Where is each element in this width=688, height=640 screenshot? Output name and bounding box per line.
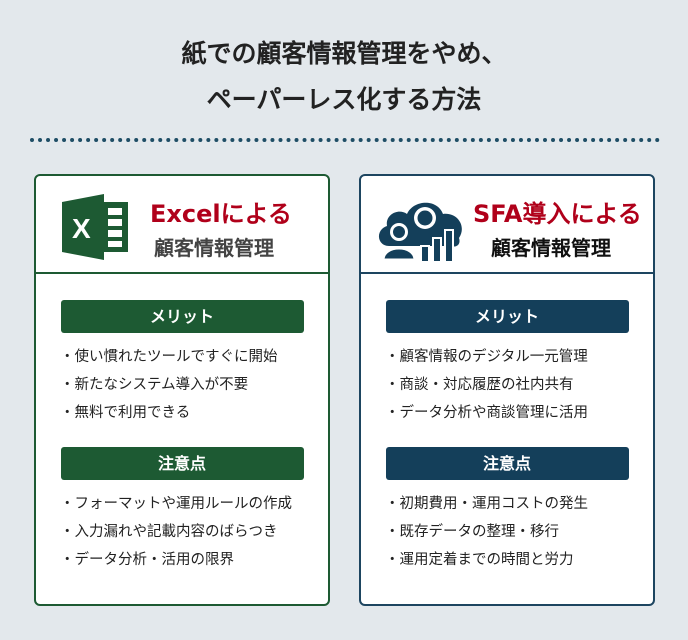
merits-label: メリット: [385, 300, 629, 333]
list-item: データ分析や商談管理に活用: [385, 399, 653, 427]
sfa-heading-accent: SFA導入による: [473, 200, 642, 228]
cautions-list: フォーマットや運用ルールの作成 入力漏れや記載内容のばらつき データ分析・活用の…: [60, 490, 328, 574]
cautions-label: 注意点: [385, 447, 629, 480]
merits-label: メリット: [60, 300, 304, 333]
merits-list: 顧客情報のデジタル一元管理 商談・対応履歴の社内共有 データ分析や商談管理に活用: [385, 343, 653, 427]
cloud-users-chart-icon: [378, 202, 462, 262]
cautions-list: 初期費用・運用コストの発生 既存データの整理・移行 運用定着までの時間と労力: [385, 490, 653, 574]
title-line-1: 紙での顧客情報管理をやめ、: [181, 39, 507, 68]
list-item: 入力漏れや記載内容のばらつき: [60, 518, 328, 546]
sfa-card-header: SFA導入による 顧客情報管理: [361, 176, 653, 274]
excel-icon: X: [62, 194, 128, 260]
sfa-heading: 顧客情報管理: [491, 236, 611, 260]
excel-card-header: X Excelによる 顧客情報管理: [36, 176, 328, 274]
list-item: 顧客情報のデジタル一元管理: [385, 343, 653, 371]
excel-heading-accent: Excelによる: [150, 200, 292, 228]
list-item: 既存データの整理・移行: [385, 518, 653, 546]
title-line-2: ペーパーレス化する方法: [206, 85, 482, 114]
list-item: 運用定着までの時間と労力: [385, 546, 653, 574]
list-item: 使い慣れたツールですぐに開始: [60, 343, 328, 371]
list-item: 新たなシステム導入が不要: [60, 371, 328, 399]
dotted-divider: [30, 138, 660, 142]
list-item: 初期費用・運用コストの発生: [385, 490, 653, 518]
list-item: データ分析・活用の限界: [60, 546, 328, 574]
excel-card: X Excelによる 顧客情報管理 メリット 使い慣れたツールですぐに開始 新た…: [34, 174, 330, 606]
list-item: 商談・対応履歴の社内共有: [385, 371, 653, 399]
excel-heading: 顧客情報管理: [154, 236, 274, 260]
merits-list: 使い慣れたツールですぐに開始 新たなシステム導入が不要 無料で利用できる: [60, 343, 328, 427]
svg-text:X: X: [72, 213, 91, 244]
list-item: 無料で利用できる: [60, 399, 328, 427]
sfa-card: SFA導入による 顧客情報管理 メリット 顧客情報のデジタル一元管理 商談・対応…: [359, 174, 655, 606]
cautions-label: 注意点: [60, 447, 304, 480]
list-item: フォーマットや運用ルールの作成: [60, 490, 328, 518]
